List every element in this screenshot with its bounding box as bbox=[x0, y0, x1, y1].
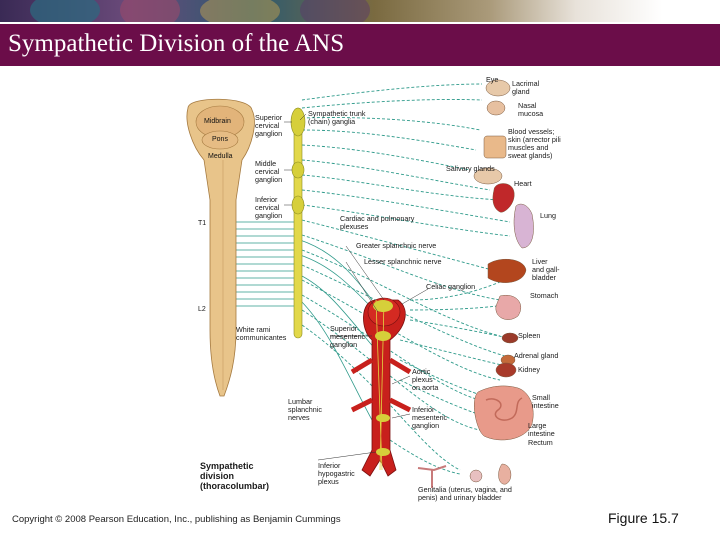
nerve-fibers bbox=[301, 83, 511, 475]
superior-cervical-ganglion-label: Superior cervical ganglion bbox=[255, 113, 283, 138]
copyright-text: Copyright © 2008 Pearson Education, Inc.… bbox=[12, 514, 341, 525]
nasal-organ bbox=[486, 100, 506, 116]
title-bar: Sympathetic Division of the ANS bbox=[0, 24, 720, 66]
heart-label: Heart bbox=[514, 179, 532, 188]
spleen-organ bbox=[501, 332, 519, 344]
decorative-header-strip bbox=[0, 0, 720, 22]
intestine-loops bbox=[485, 397, 523, 421]
eye-label: Eye bbox=[486, 75, 499, 84]
t1-label: T1 bbox=[198, 220, 207, 227]
lesser-splanchnic-label: Lesser splanchnic nerve bbox=[364, 257, 442, 266]
large-intestine-label: Large intestine bbox=[528, 421, 555, 438]
skin-organ bbox=[483, 135, 507, 159]
eye-organ bbox=[485, 79, 511, 97]
intestine-organ bbox=[474, 385, 534, 441]
lung-label: Lung bbox=[540, 211, 556, 220]
medulla-label: Medulla bbox=[208, 153, 233, 160]
genitalia-organ bbox=[417, 465, 447, 488]
stomach-label: Stomach bbox=[530, 291, 559, 300]
figure-label: Figure 15.7 bbox=[608, 510, 679, 526]
heart-organ bbox=[492, 183, 515, 213]
celiac-ganglion-label: Celiac ganglion bbox=[426, 282, 476, 291]
inferior-hypogastric-label: Inferior hypogastric plexus bbox=[318, 461, 355, 486]
salivary-label: Salivary glands bbox=[446, 164, 495, 173]
stomach-organ bbox=[495, 294, 522, 320]
pons-label: Pons bbox=[212, 136, 228, 143]
penis-organ bbox=[498, 463, 512, 485]
lacrimal-label: Lacrimal gland bbox=[512, 79, 540, 96]
small-intestine-label: Small intestine bbox=[532, 393, 559, 410]
kidney-organ bbox=[495, 362, 517, 378]
lung-organ bbox=[513, 203, 534, 249]
adrenal-label: Adrenal gland bbox=[514, 351, 559, 360]
middle-cervical-ganglion-label: Middle cervical ganglion bbox=[255, 159, 283, 184]
l2-label: L2 bbox=[198, 306, 206, 313]
division-title-label: Sympathetic division (thoracolumbar) bbox=[200, 461, 270, 491]
aorta bbox=[350, 297, 412, 477]
kidney-label: Kidney bbox=[518, 365, 540, 374]
preganglionic-fibers bbox=[236, 221, 377, 421]
sympathetic-trunk-label: Sympathetic trunk (chain) ganglia bbox=[308, 109, 366, 126]
spinal-cord bbox=[186, 98, 255, 397]
liver-organ bbox=[487, 258, 527, 283]
salivary-organ bbox=[473, 167, 503, 185]
lumbar-splanchnic-label: Lumbar splanchnic nerves bbox=[288, 397, 322, 422]
organs bbox=[417, 79, 534, 488]
cardiac-plexuses-label: Cardiac and pulmonary plexuses bbox=[340, 214, 415, 231]
slide-title: Sympathetic Division of the ANS bbox=[8, 30, 345, 57]
superior-mesenteric-label: Superior mesenteric ganglion bbox=[330, 324, 366, 349]
inferior-mesenteric-label: Inferior mesenteric ganglion bbox=[412, 405, 448, 430]
nasal-label: Nasal mucosa bbox=[518, 101, 544, 118]
bladder-organ bbox=[469, 469, 483, 483]
liver-label: Liver and gall- bladder bbox=[532, 257, 560, 282]
rectum-label: Rectum bbox=[528, 438, 553, 447]
blood-vessels-label: Blood vessels; skin (arrector pili muscl… bbox=[508, 127, 561, 160]
greater-splanchnic-label: Greater splanchnic nerve bbox=[356, 241, 437, 250]
genitalia-label: Genitalia (uterus, vagina, and penis) an… bbox=[418, 485, 512, 502]
inferior-cervical-ganglion-label: Inferior cervical ganglion bbox=[255, 195, 283, 220]
sympathetic-trunk-chain bbox=[290, 107, 306, 339]
white-rami-label: White rami communicantes bbox=[236, 325, 287, 342]
spleen-label: Spleen bbox=[518, 331, 541, 340]
midbrain-label: Midbrain bbox=[204, 118, 231, 125]
aortic-plexus-label: Aortic plexus on aorta bbox=[412, 367, 439, 392]
